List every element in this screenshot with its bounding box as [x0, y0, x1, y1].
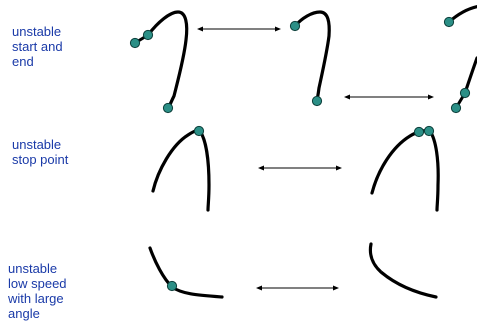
row1-end-point — [163, 103, 172, 112]
row1-arrow-bottom — [344, 95, 434, 100]
row1-start-point-inner — [143, 30, 152, 39]
row2-arrow — [258, 166, 342, 171]
row1-arrow-top-right-head — [275, 27, 281, 32]
row3-arrow — [256, 286, 339, 291]
row2-right-stroke — [372, 126, 438, 210]
row2-arrow-right-head — [336, 166, 342, 171]
row3-left-stroke — [150, 248, 222, 297]
row1-original-stroke — [130, 12, 186, 113]
row1-right-stroke — [444, 6, 477, 113]
row1-middle-start-point — [290, 21, 299, 30]
row1-right-end-point-inner — [460, 88, 469, 97]
row2-right-stop-point-right — [424, 126, 433, 135]
row1-right-end-point-outer — [451, 103, 460, 112]
row1-arrow-top-left-head — [197, 27, 203, 32]
row3-right-stroke — [370, 244, 436, 297]
row1-right-curve — [449, 6, 477, 93]
row1-start-point-outer — [130, 38, 139, 47]
row2-arrow-left-head — [258, 166, 264, 171]
row3-low-speed-point — [167, 281, 176, 290]
row2-right-stop-point-left — [414, 127, 423, 136]
row1-middle-stroke — [290, 12, 329, 106]
row3-left-curve — [150, 248, 222, 297]
row2-right-curve — [372, 131, 438, 210]
row1-arrow-bottom-right-head — [428, 95, 434, 100]
row1-middle-end-point — [312, 96, 321, 105]
row2-stop-point — [194, 126, 203, 135]
row3-right-curve — [370, 244, 436, 297]
row2-left-curve — [153, 130, 209, 210]
row1-middle-curve — [295, 12, 329, 101]
row3-arrow-right-head — [333, 286, 339, 291]
row1-original-curve — [148, 12, 187, 108]
row1-right-start-point — [444, 17, 453, 26]
row1-arrow-bottom-left-head — [344, 95, 350, 100]
row1-arrow-top — [197, 27, 281, 32]
row3-arrow-left-head — [256, 286, 262, 291]
row2-left-stroke — [153, 126, 209, 210]
